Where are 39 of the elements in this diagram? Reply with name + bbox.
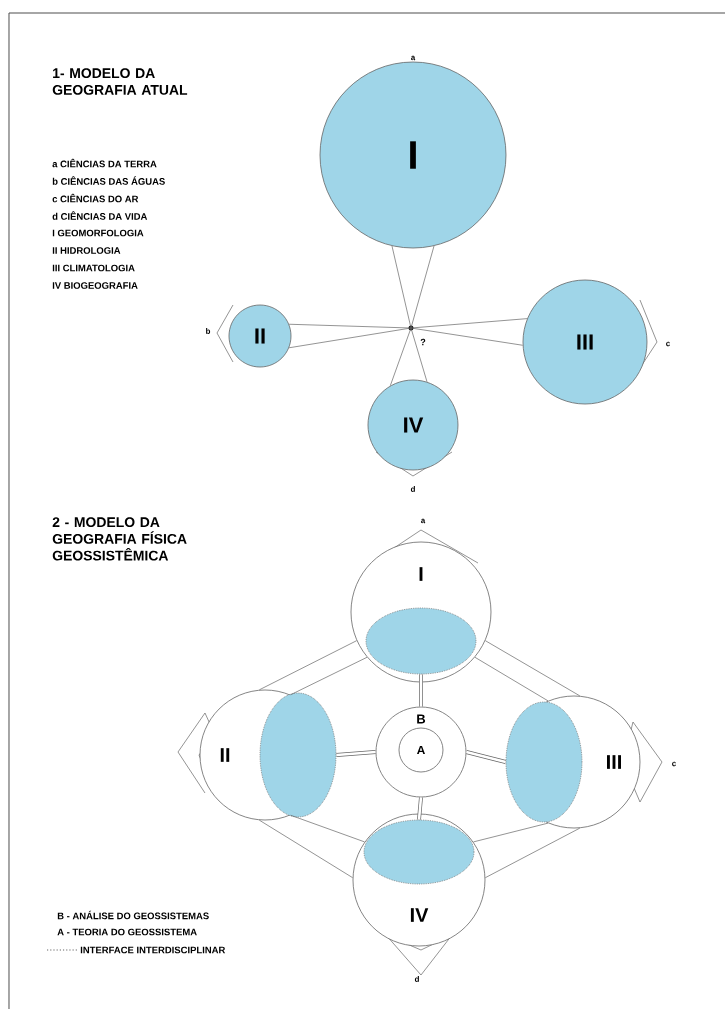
key-text: III CLIMATOLOGIA (52, 264, 135, 272)
connector-line (288, 323, 412, 329)
connector-line (473, 822, 549, 843)
key-text: b CIÊNCIAS DAS ÁGUAS (52, 176, 165, 185)
connector-line (290, 656, 368, 696)
connector-line (419, 674, 423, 707)
connector-line (417, 797, 423, 820)
key-text: IV BIOGEOGRAFIA (52, 282, 138, 289)
heading: 1- MODELO DA GEOGRAFIA ATUAL (52, 68, 188, 95)
heading: 2 - MODELO DA GEOGRAFIA FÍSICA GEOSSISTÊMICA (52, 517, 187, 561)
connector-line (410, 245, 435, 329)
connector-line (288, 327, 412, 349)
crossing-point (408, 325, 414, 331)
key-text: I GEOMORFOLOGIA (52, 229, 144, 237)
connector-line (391, 245, 412, 329)
question-mark: ? (420, 338, 426, 346)
interface-ellipse (365, 607, 477, 675)
key-text: c CIÊNCIAS DO AR (52, 193, 139, 203)
connector-line (485, 827, 581, 879)
connector-line (465, 750, 507, 764)
interface-ellipse (363, 819, 475, 885)
connector-line (410, 327, 524, 346)
connector-line (410, 327, 428, 383)
connector-line (484, 640, 581, 697)
key-text: II HIDROLOGIA (52, 247, 121, 254)
connector-line (336, 750, 376, 757)
connector-line (389, 327, 412, 387)
connector-line (410, 318, 528, 329)
connector-line (258, 640, 358, 691)
legend-text: INTERFACE INTERDISCIPLINAR (80, 946, 226, 954)
key-text: a CIÊNCIAS DA TERRA (52, 158, 157, 168)
interface-ellipse (505, 701, 583, 823)
connector-line (474, 656, 549, 702)
connector-line (290, 814, 365, 843)
connector-line (258, 819, 353, 879)
key-text: d CIÊNCIAS DA VIDA (52, 211, 148, 220)
key-text: A - TEORIA DO GEOSSISTEMA (57, 928, 197, 936)
key-text: B - ANÁLISE DO GEOSSISTEMAS (57, 910, 209, 920)
interface-ellipse (259, 692, 337, 818)
